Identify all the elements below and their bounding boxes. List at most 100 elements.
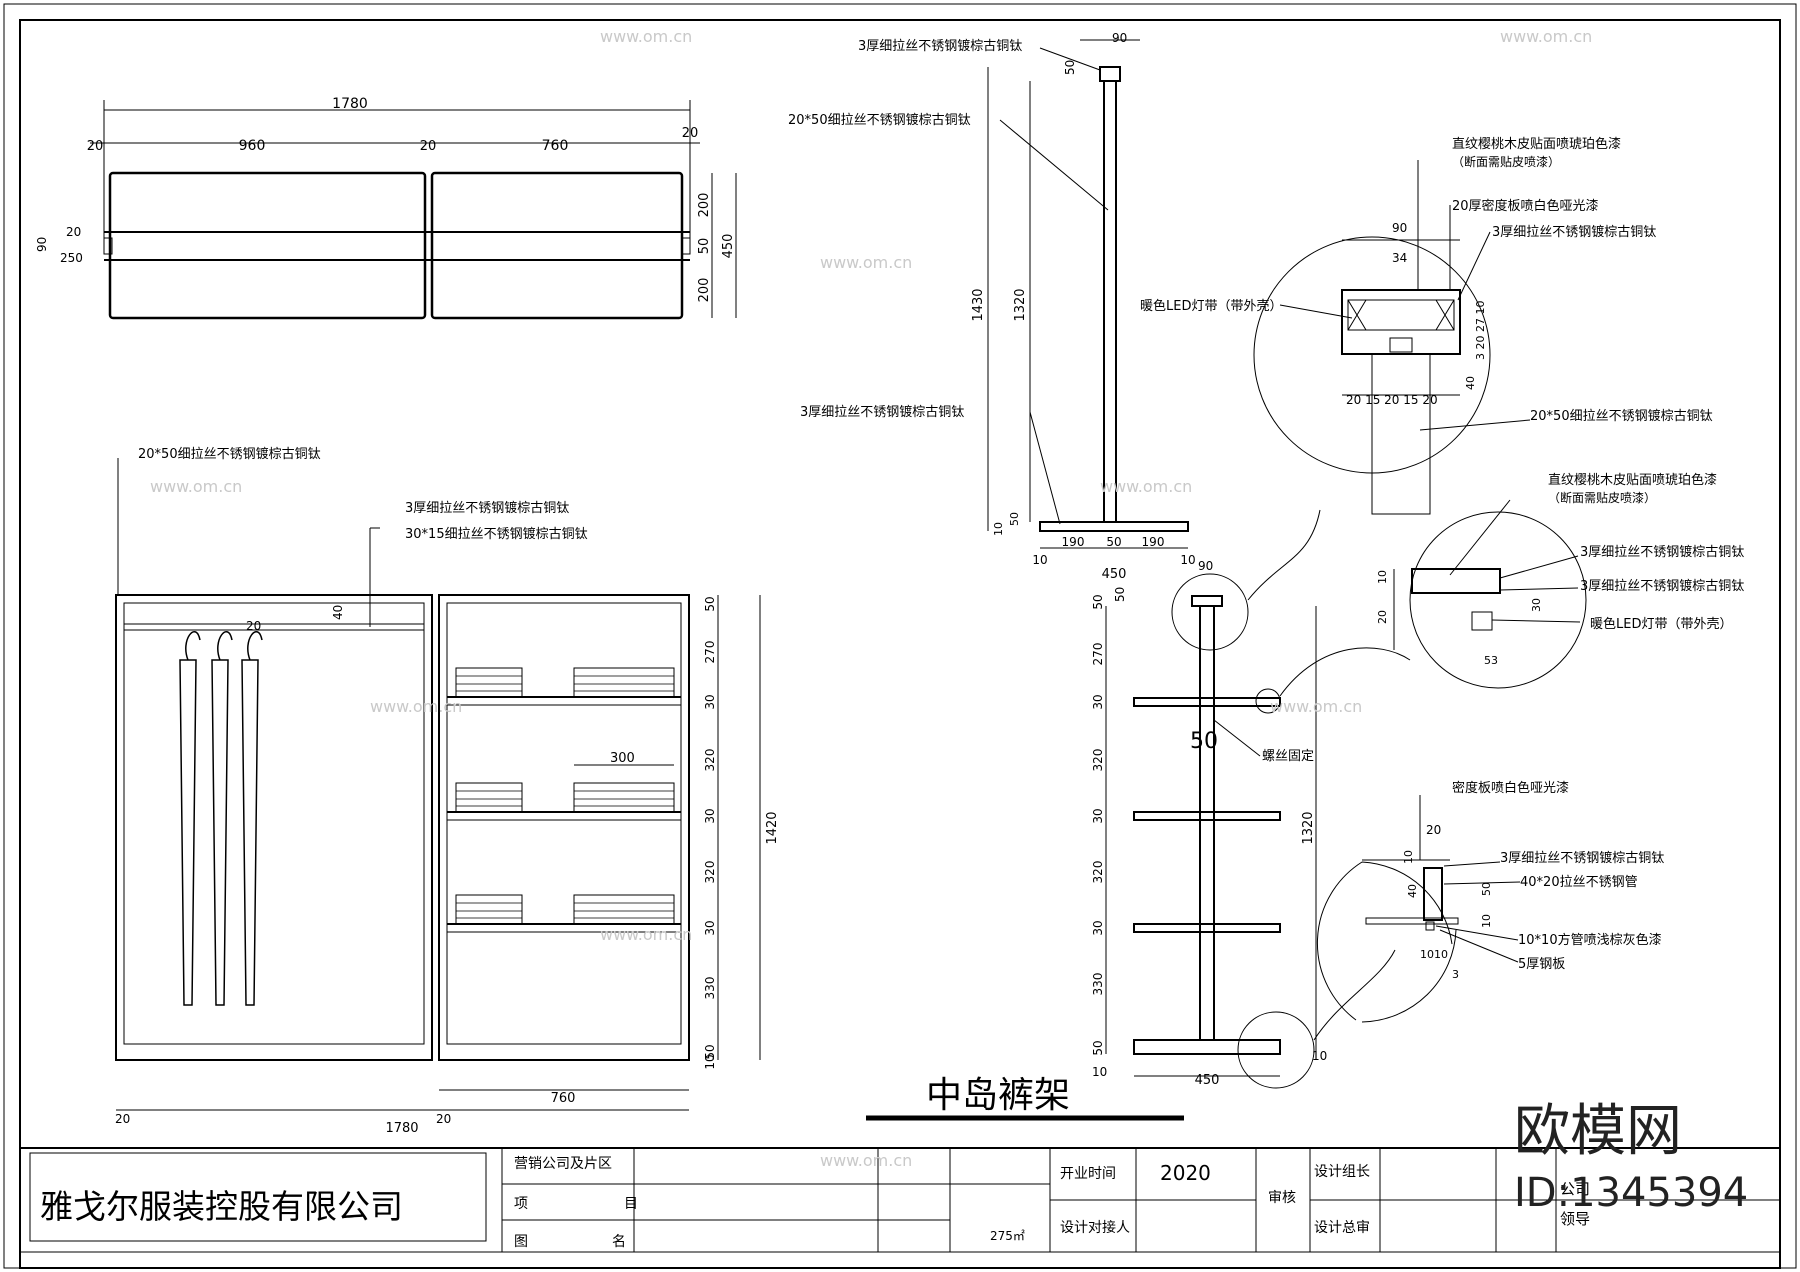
- folded-stack-2a: [455, 782, 523, 813]
- dim-1420: 1420: [765, 811, 780, 844]
- side-d190a: 190: [1062, 535, 1085, 549]
- detail1-d34: 34: [1392, 251, 1407, 265]
- detail3-square: [1425, 921, 1435, 931]
- detail1-d90: 90: [1392, 221, 1407, 235]
- detail3-square-text: 10*10方管喷浅棕灰色漆: [1518, 932, 1662, 948]
- elev2-left-dim-4: 30: [1091, 808, 1105, 823]
- tb-drawing-a: 图: [514, 1234, 528, 1250]
- dim-1780: 1780: [385, 1121, 418, 1136]
- detail3-steel: 5厚钢板: [1518, 957, 1565, 972]
- company-name: 雅戈尔服装控股有限公司: [40, 1187, 403, 1226]
- detail2-d20: 20: [1376, 610, 1389, 624]
- shelf-elevation: 螺丝固定 50 90 50 450 10 10 1320 50270303203…: [1091, 509, 1411, 1089]
- drawing-title: 中岛裤架: [926, 1075, 1071, 1116]
- front-right-dim-3: 320: [703, 749, 717, 772]
- detail3-d50: 50: [1480, 882, 1493, 896]
- elev2-shelf-3: [1133, 923, 1281, 933]
- detail2-d10: 10: [1376, 570, 1389, 584]
- detail-shelf-end: 直纹樱桃木皮贴面喷琥珀色漆 （断面需贴皮喷漆） 3厚细拉丝不锈钢镀棕古铜钛 3厚…: [1376, 472, 1744, 689]
- front-left-frame: [115, 594, 433, 1061]
- detail1-mdf: 20厚密度板喷白色哑光漆: [1452, 198, 1599, 214]
- dim-40: 40: [331, 605, 345, 620]
- detail-ref-circle-base: [1237, 1011, 1315, 1089]
- tb-company-leader-a: 公司: [1560, 1180, 1590, 1198]
- detail1-screw: [1389, 337, 1413, 353]
- dim-20-right: 20: [436, 1112, 451, 1126]
- detail2-leader-plate2: [1499, 587, 1579, 591]
- plan-dim-left20: 20: [66, 225, 81, 239]
- detail2-plate2: 3厚细拉丝不锈钢镀棕古铜钛: [1580, 578, 1744, 594]
- side-d10a: 10: [1032, 553, 1047, 567]
- trouser-2: [211, 659, 229, 1006]
- plan-dim-edge-text: 20: [87, 139, 104, 154]
- screw-leader: [1213, 719, 1261, 757]
- elev2-left-dim-2: 30: [1091, 694, 1105, 709]
- tb-design-leader: 设计组长: [1314, 1164, 1370, 1180]
- detail1-veneer-sub: （断面需贴皮喷漆）: [1452, 154, 1560, 169]
- detail-leader-1: [1247, 509, 1321, 601]
- elev2-left-dim-8: 50: [1091, 1040, 1105, 1055]
- plan-dim-depth-mid: 50: [697, 238, 712, 255]
- tb-project-b: 目: [624, 1196, 638, 1212]
- plan-dim-left90: 90: [35, 237, 49, 252]
- detail1-post: 20*50细拉丝不锈钢镀棕古铜钛: [1530, 408, 1713, 424]
- detail3-arc: [1316, 861, 1457, 1023]
- plan-rail-end-left: [103, 237, 113, 255]
- elev2-d10a: 10: [1092, 1065, 1107, 1079]
- detail3-tube-text: 40*20拉丝不锈钢管: [1520, 875, 1638, 890]
- plan-rail-end-right: [681, 237, 691, 255]
- detail3-d40: 40: [1406, 884, 1419, 898]
- folded-stacks: [455, 667, 675, 925]
- front-left-inner: [123, 602, 425, 1045]
- elev2-post: [1199, 605, 1215, 1041]
- tb-region-label: 营销公司及片区: [514, 1156, 612, 1172]
- detail2-leader-veneer: [1449, 499, 1511, 576]
- trouser-3: [241, 659, 259, 1006]
- detail-leader-3: [1313, 949, 1396, 1041]
- watermark-url-9: www.om.cn: [820, 1151, 912, 1170]
- plan-dim-depth-top: 200: [697, 193, 712, 218]
- detail2-shelf: [1411, 568, 1501, 594]
- watermark-url-1: www.om.cn: [600, 27, 692, 46]
- plan-dim-left250: 250: [60, 251, 83, 265]
- detail3-tube: [1423, 867, 1443, 921]
- detail2-led: 暖色LED灯带（带外壳）: [1590, 616, 1732, 632]
- elev2-base: [1133, 1039, 1281, 1055]
- side-d1320: 1320: [1013, 288, 1028, 321]
- folded-stack-2b: [573, 782, 675, 813]
- note-side-base: 3厚细拉丝不锈钢镀棕古铜钛: [800, 404, 964, 420]
- elev2-top-cap: [1191, 595, 1223, 607]
- detail3-plate: 3厚细拉丝不锈钢镀棕古铜钛: [1500, 850, 1664, 866]
- elev2-left-dim-3: 320: [1091, 749, 1105, 772]
- detail3-d10b: 10: [1480, 914, 1493, 928]
- plan-dim-gap-text: 20: [420, 139, 437, 154]
- folded-stack-1a: [455, 667, 523, 698]
- tb-open-time-label: 开业时间: [1060, 1166, 1116, 1182]
- detail3-leader-square: [1435, 925, 1519, 941]
- elev2-left-dim-5: 320: [1091, 861, 1105, 884]
- front-right-frame: [438, 594, 690, 1061]
- side-d1430: 1430: [971, 288, 986, 321]
- detail2-veneer-sub: （断面需贴皮喷漆）: [1548, 490, 1656, 505]
- detail1-leader-post: [1419, 419, 1531, 431]
- side-d50-base: 50: [1008, 512, 1021, 526]
- side-d50m: 50: [1106, 535, 1121, 549]
- tb-company-leader-b: 领导: [1560, 1210, 1590, 1228]
- plan-left-module: [108, 171, 427, 320]
- hanger-hooks: [185, 631, 263, 661]
- trouser-1: [179, 659, 197, 1006]
- plan-right-module: [430, 171, 684, 320]
- elev2-shelf-1: [1133, 697, 1281, 707]
- watermark-layer: www.om.cn www.om.cn www.om.cn www.om.cn …: [150, 27, 1592, 1170]
- watermark-id: ID:1345394: [1514, 1170, 1749, 1216]
- elev2-d90: 90: [1198, 559, 1213, 573]
- side-d10b: 10: [1180, 553, 1195, 567]
- hanging-trousers: [179, 631, 263, 1006]
- detail3-d1010: 1010: [1420, 948, 1448, 961]
- note-side-top-cap: 3厚细拉丝不锈钢镀棕古铜钛: [858, 38, 1022, 54]
- detail3-mdf: 密度板喷白色哑光漆: [1452, 780, 1569, 796]
- detail3-leader-tube: [1443, 881, 1521, 885]
- front-right-dim-1: 270: [703, 641, 717, 664]
- watermark-url-4: www.om.cn: [150, 477, 242, 496]
